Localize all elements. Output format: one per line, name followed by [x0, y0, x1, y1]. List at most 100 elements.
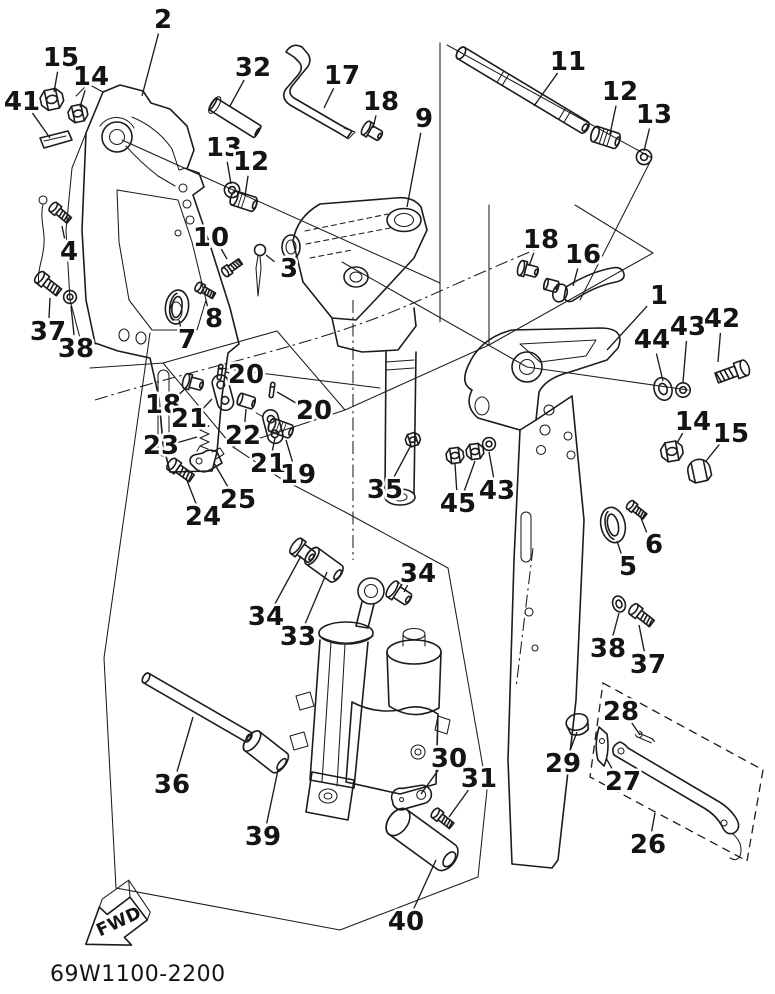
callout-15: 15 — [40, 41, 82, 93]
part-number-37: 37 — [30, 317, 66, 347]
callout-24: 24 — [182, 477, 224, 535]
leader-line-9 — [406, 132, 422, 208]
callout-10: 10 — [190, 221, 232, 260]
callout-26: 26 — [627, 812, 669, 863]
part-11-tilt-rod — [453, 44, 593, 136]
leader-line-3 — [265, 254, 275, 263]
part-18-bolt-top — [358, 119, 386, 145]
part-number-20: 20 — [228, 360, 264, 390]
part-code: 69W1100-2200 — [50, 962, 226, 987]
part-number-34: 34 — [248, 602, 284, 632]
leader-line-39 — [266, 769, 279, 824]
part-41-plate — [39, 130, 73, 149]
part-15-capnut-stbd — [684, 456, 714, 485]
callout-21: 21 — [168, 398, 213, 437]
callout-12: 12 — [230, 145, 272, 197]
part-number-27: 27 — [605, 767, 641, 797]
leader-line-15 — [53, 71, 59, 93]
leader-line-20 — [225, 371, 230, 374]
part-23-spring — [196, 422, 210, 452]
part-number-37: 37 — [630, 650, 666, 680]
part-32-pin — [207, 96, 263, 139]
leader-line-42 — [717, 332, 722, 363]
part-number-22: 22 — [225, 421, 261, 451]
callout-34: 34 — [245, 555, 302, 635]
leader-line-24 — [185, 477, 197, 505]
part-12-bushing-right — [588, 124, 623, 151]
leader-line-13 — [643, 128, 651, 152]
part-number-14: 14 — [73, 62, 109, 92]
part-number-43: 43 — [479, 476, 515, 506]
part-number-24: 24 — [185, 502, 221, 532]
leader-line-30 — [420, 769, 439, 795]
callout-22: 22 — [222, 408, 264, 454]
part-number-44: 44 — [634, 325, 670, 355]
callout-36: 36 — [151, 716, 194, 803]
callout-5: 5 — [616, 540, 640, 585]
callout-30: 30 — [420, 742, 470, 795]
part-20-pin-a — [216, 363, 224, 381]
callout-44: 44 — [631, 323, 673, 382]
leader-line-37 — [48, 297, 51, 319]
leader-line-27 — [605, 757, 614, 771]
part-number-43: 43 — [670, 312, 706, 342]
part-number-18: 18 — [145, 390, 181, 420]
leader-line-45 — [463, 460, 476, 492]
callout-6: 6 — [640, 517, 666, 563]
part-12-bushing-left — [227, 189, 260, 214]
leader-line-33 — [304, 571, 328, 625]
part-number-38: 38 — [590, 634, 626, 664]
part-1-starboard-clamp-bracket — [464, 327, 621, 869]
part-number-33: 33 — [280, 622, 316, 652]
leader-line-34 — [403, 584, 409, 593]
leader-line-13 — [226, 161, 232, 185]
callout-38: 38 — [55, 305, 97, 367]
callout-25: 25 — [213, 462, 259, 518]
part-37-bolt-stbd — [626, 601, 657, 630]
callout-34: 34 — [397, 557, 439, 593]
callout-12: 12 — [599, 75, 641, 135]
callout-43: 43 — [667, 310, 709, 383]
part-45-nut-b — [464, 442, 486, 462]
leader-line-15 — [705, 443, 720, 462]
callout-13: 13 — [203, 131, 245, 185]
leader-line-11 — [533, 72, 559, 107]
part-4-bolt-with-wire — [37, 195, 74, 286]
part-25-cable-bracket — [189, 447, 225, 473]
part-26-tilt-lever — [612, 741, 742, 861]
part-18-bushing-right — [515, 259, 541, 281]
leader-line-28 — [631, 722, 641, 736]
part-number-31: 31 — [461, 764, 497, 794]
part-number-41: 41 — [4, 87, 40, 117]
part-number-26: 26 — [630, 830, 666, 860]
part-14-nut-stbd — [658, 439, 686, 464]
leader-line-23 — [177, 436, 198, 444]
callout-42: 42 — [701, 302, 743, 363]
part-number-21: 21 — [171, 404, 207, 434]
leader-line-37 — [638, 624, 645, 652]
leader-line-25 — [213, 462, 230, 489]
callout-16: 16 — [562, 238, 604, 287]
part-37-bolt-port — [32, 269, 64, 299]
part-5-grommet — [596, 504, 630, 546]
leader-line-21 — [201, 398, 213, 411]
part-22-bushing — [235, 392, 258, 411]
callout-20: 20 — [225, 358, 266, 393]
part-number-21: 21 — [250, 449, 286, 479]
part-27-hook-plate — [595, 726, 609, 767]
leader-line-44 — [655, 353, 664, 382]
leader-line-2 — [141, 33, 160, 97]
part-19-bushing — [266, 416, 296, 440]
part-43-washer-lower — [481, 436, 497, 452]
leader-line-43 — [488, 451, 495, 478]
callout-4: 4 — [57, 225, 81, 270]
callout-38: 38 — [587, 612, 629, 667]
leader-line-22 — [244, 408, 247, 423]
part-21-cam-b — [255, 407, 286, 446]
part-number-38: 38 — [58, 334, 94, 364]
part-number-4: 4 — [60, 237, 78, 267]
callout-3: 3 — [265, 252, 301, 287]
callout-18: 18 — [520, 223, 562, 267]
part-number-42: 42 — [704, 304, 740, 334]
